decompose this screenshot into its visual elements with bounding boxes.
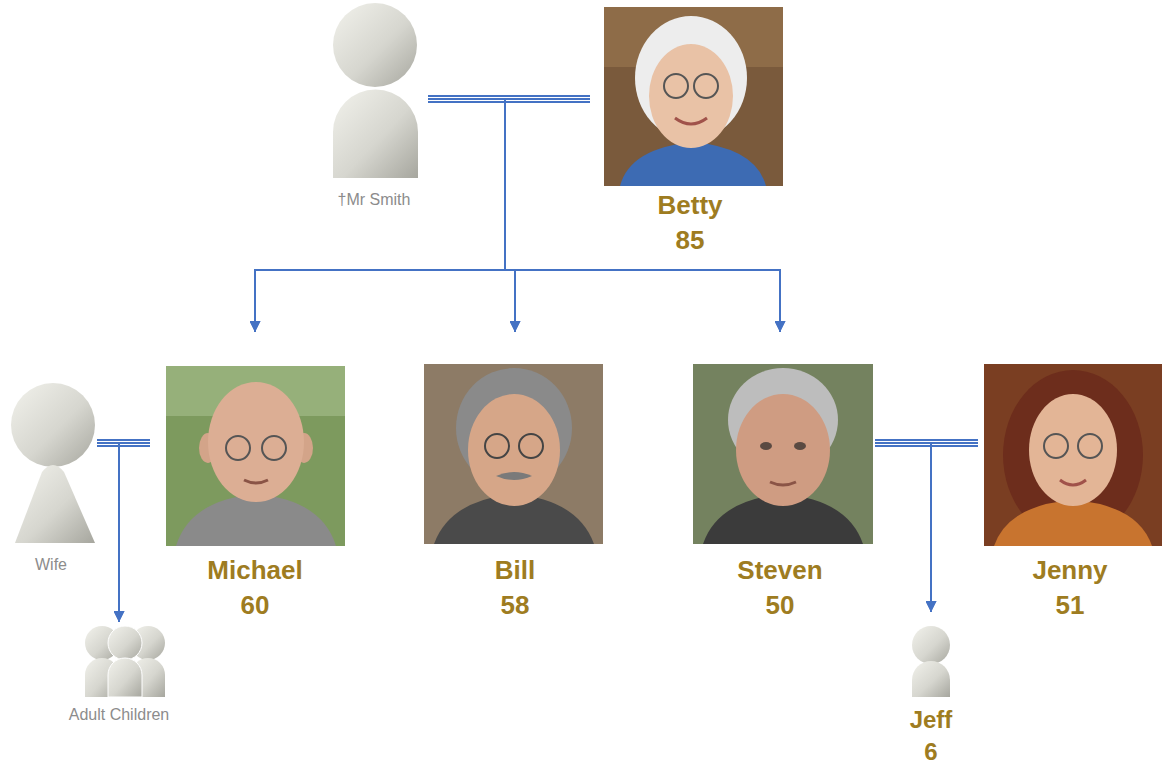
person-icon (11, 383, 95, 543)
person-label: †Mr Smith (338, 190, 411, 210)
person-node: Steven 50 (685, 332, 875, 620)
descent-arrow (931, 443, 978, 612)
person-name: Betty (657, 190, 722, 220)
person-node: Michael 60 (150, 332, 360, 620)
person-age: 60 (241, 590, 270, 620)
person-icon (333, 3, 418, 178)
person-name: Steven (737, 555, 822, 585)
group-label: Adult Children (69, 705, 170, 725)
person-node: Adult Children (52, 622, 186, 722)
photo (166, 366, 345, 546)
person-name: Jenny (1032, 555, 1107, 585)
person-age: 50 (766, 590, 795, 620)
person-name: Michael (207, 555, 302, 585)
person-age: 58 (501, 590, 530, 620)
descent-arrow (97, 443, 119, 622)
person-node: †Mr Smith (320, 0, 428, 215)
descent-arrow (875, 443, 931, 612)
person-label: Wife (35, 555, 67, 575)
person-age: 6 (924, 738, 937, 766)
person-node: Betty 85 (590, 5, 790, 260)
descent-arrow (505, 99, 590, 332)
person-name: Jeff (910, 706, 953, 734)
person-name: Bill (495, 555, 535, 585)
descent-arrow (119, 443, 150, 622)
person-age: 51 (1056, 590, 1085, 620)
descent-arrow (255, 99, 505, 332)
photo (424, 364, 603, 544)
descent-arrow (255, 99, 590, 332)
person-icon (912, 626, 950, 697)
photo (604, 7, 783, 186)
descent-arrow (428, 99, 515, 332)
group-icon (85, 626, 165, 697)
photo (693, 364, 873, 544)
person-node: Wife (5, 378, 97, 578)
person-node: Jeff 6 (896, 612, 966, 767)
descent-arrow (505, 99, 780, 332)
descent-arrow (428, 99, 780, 332)
person-node: Jenny 51 (978, 332, 1162, 620)
photo (984, 364, 1162, 546)
person-age: 85 (676, 225, 705, 255)
person-node: Bill 58 (415, 332, 615, 620)
